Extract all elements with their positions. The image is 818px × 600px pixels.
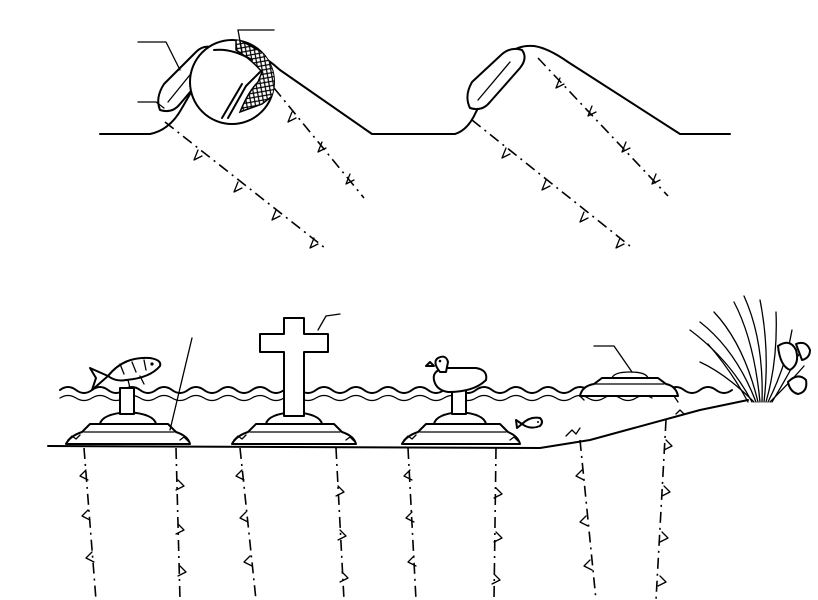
slope-base-right (466, 47, 526, 111)
fish-decoy (89, 356, 162, 391)
base-4 (565, 371, 685, 437)
anchor-lines-top (164, 57, 669, 249)
bottom-panel (47, 295, 811, 600)
shore-reeds (689, 295, 811, 403)
anchor-barbs-top (193, 77, 661, 249)
anchor-barbs-bottom (79, 439, 673, 587)
detail-magnifier (189, 39, 275, 125)
base-2 (231, 411, 357, 445)
small-fish (515, 416, 543, 429)
cross-marker (259, 317, 329, 417)
leader-lines-bottom (169, 313, 633, 431)
water-surface-2 (59, 394, 653, 402)
leader-lines-top (137, 29, 275, 109)
base-1 (65, 387, 191, 445)
top-panel (99, 29, 731, 249)
lake-bottom (47, 399, 749, 449)
terrain-profile (99, 44, 731, 135)
duck-decoy (425, 355, 488, 393)
base-3 (401, 389, 521, 445)
